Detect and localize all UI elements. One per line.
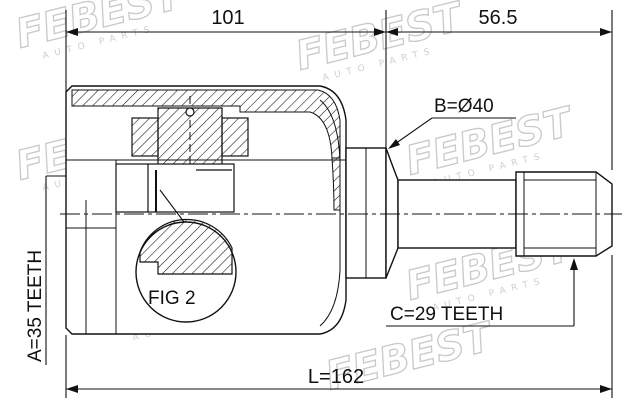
ball-cage	[131, 96, 249, 178]
dimension-101	[65, 10, 387, 150]
watermark-logo: FEBEST AUTO PARTS	[11, 0, 190, 62]
inner-spline-label: A=35 TEETH	[25, 250, 46, 362]
watermark-logo: FEBEST AUTO PARTS	[291, 0, 470, 84]
inner-race	[115, 163, 235, 213]
dimension-101-label: 101	[211, 7, 244, 29]
outer-diameter-label: B=Ø40	[434, 96, 494, 117]
outer-diameter-leader	[388, 117, 516, 149]
watermark-brand: FEBEST	[11, 0, 188, 58]
dimension-56-5-label: 56.5	[479, 7, 518, 29]
dimension-length	[65, 255, 613, 398]
fig2-label: FIG 2	[148, 288, 196, 309]
outer-spline-label: C=29 TEETH	[390, 304, 503, 325]
dimension-56-5	[386, 10, 613, 170]
dimension-length-label: L=162	[308, 366, 364, 388]
housing-section-hatch	[71, 89, 341, 211]
outer-spline-leader	[386, 258, 578, 327]
fig2-detail	[135, 189, 237, 323]
